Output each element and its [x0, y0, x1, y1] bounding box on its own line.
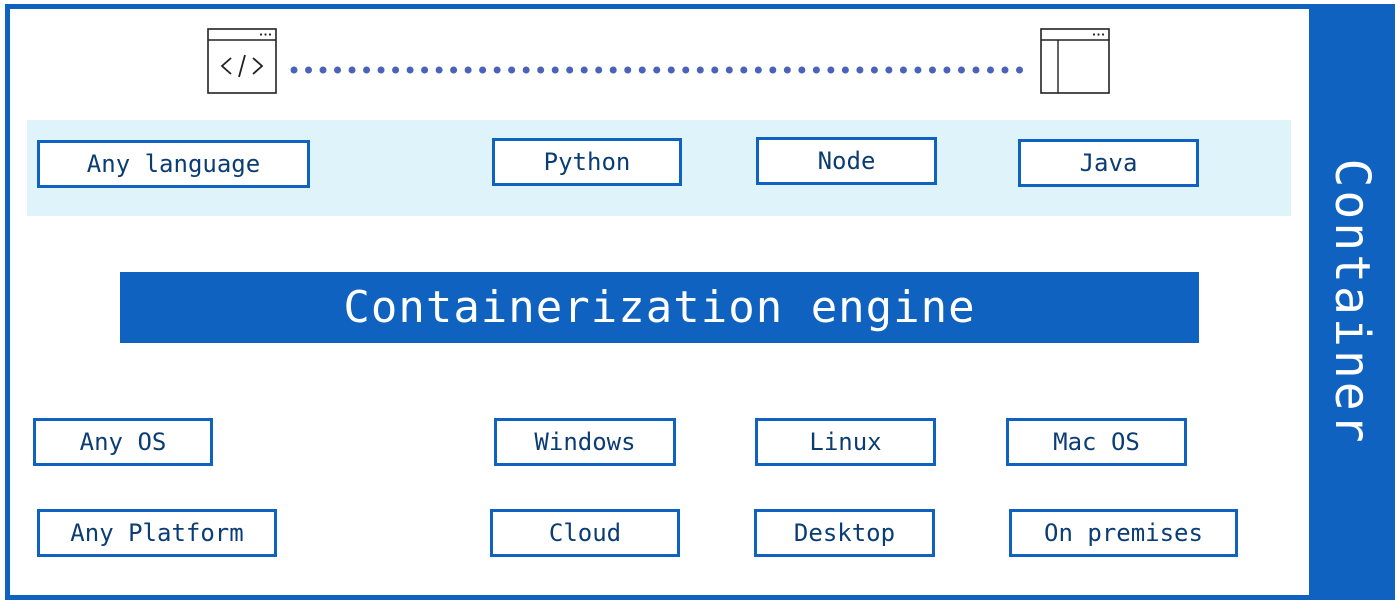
any-os-box: Any OS	[33, 418, 213, 466]
connection-dots	[290, 60, 1025, 74]
container-side-band: Container	[1309, 4, 1395, 600]
desktop-box: Desktop	[754, 509, 935, 557]
any-platform-box: Any Platform	[37, 509, 277, 557]
node-box: Node	[756, 137, 937, 185]
containerization-engine-bar: Containerization engine	[120, 272, 1199, 343]
mac-os-box: Mac OS	[1006, 418, 1187, 466]
app-window-icon	[1040, 28, 1110, 94]
cloud-box: Cloud	[490, 509, 680, 557]
python-box: Python	[492, 138, 682, 186]
any-language-box: Any language	[37, 140, 310, 188]
container-label: Container	[1324, 158, 1380, 446]
code-window-icon	[207, 28, 277, 94]
windows-box: Windows	[494, 418, 676, 466]
linux-box: Linux	[755, 418, 936, 466]
on-premises-box: On premises	[1009, 509, 1238, 557]
java-box: Java	[1018, 139, 1199, 187]
